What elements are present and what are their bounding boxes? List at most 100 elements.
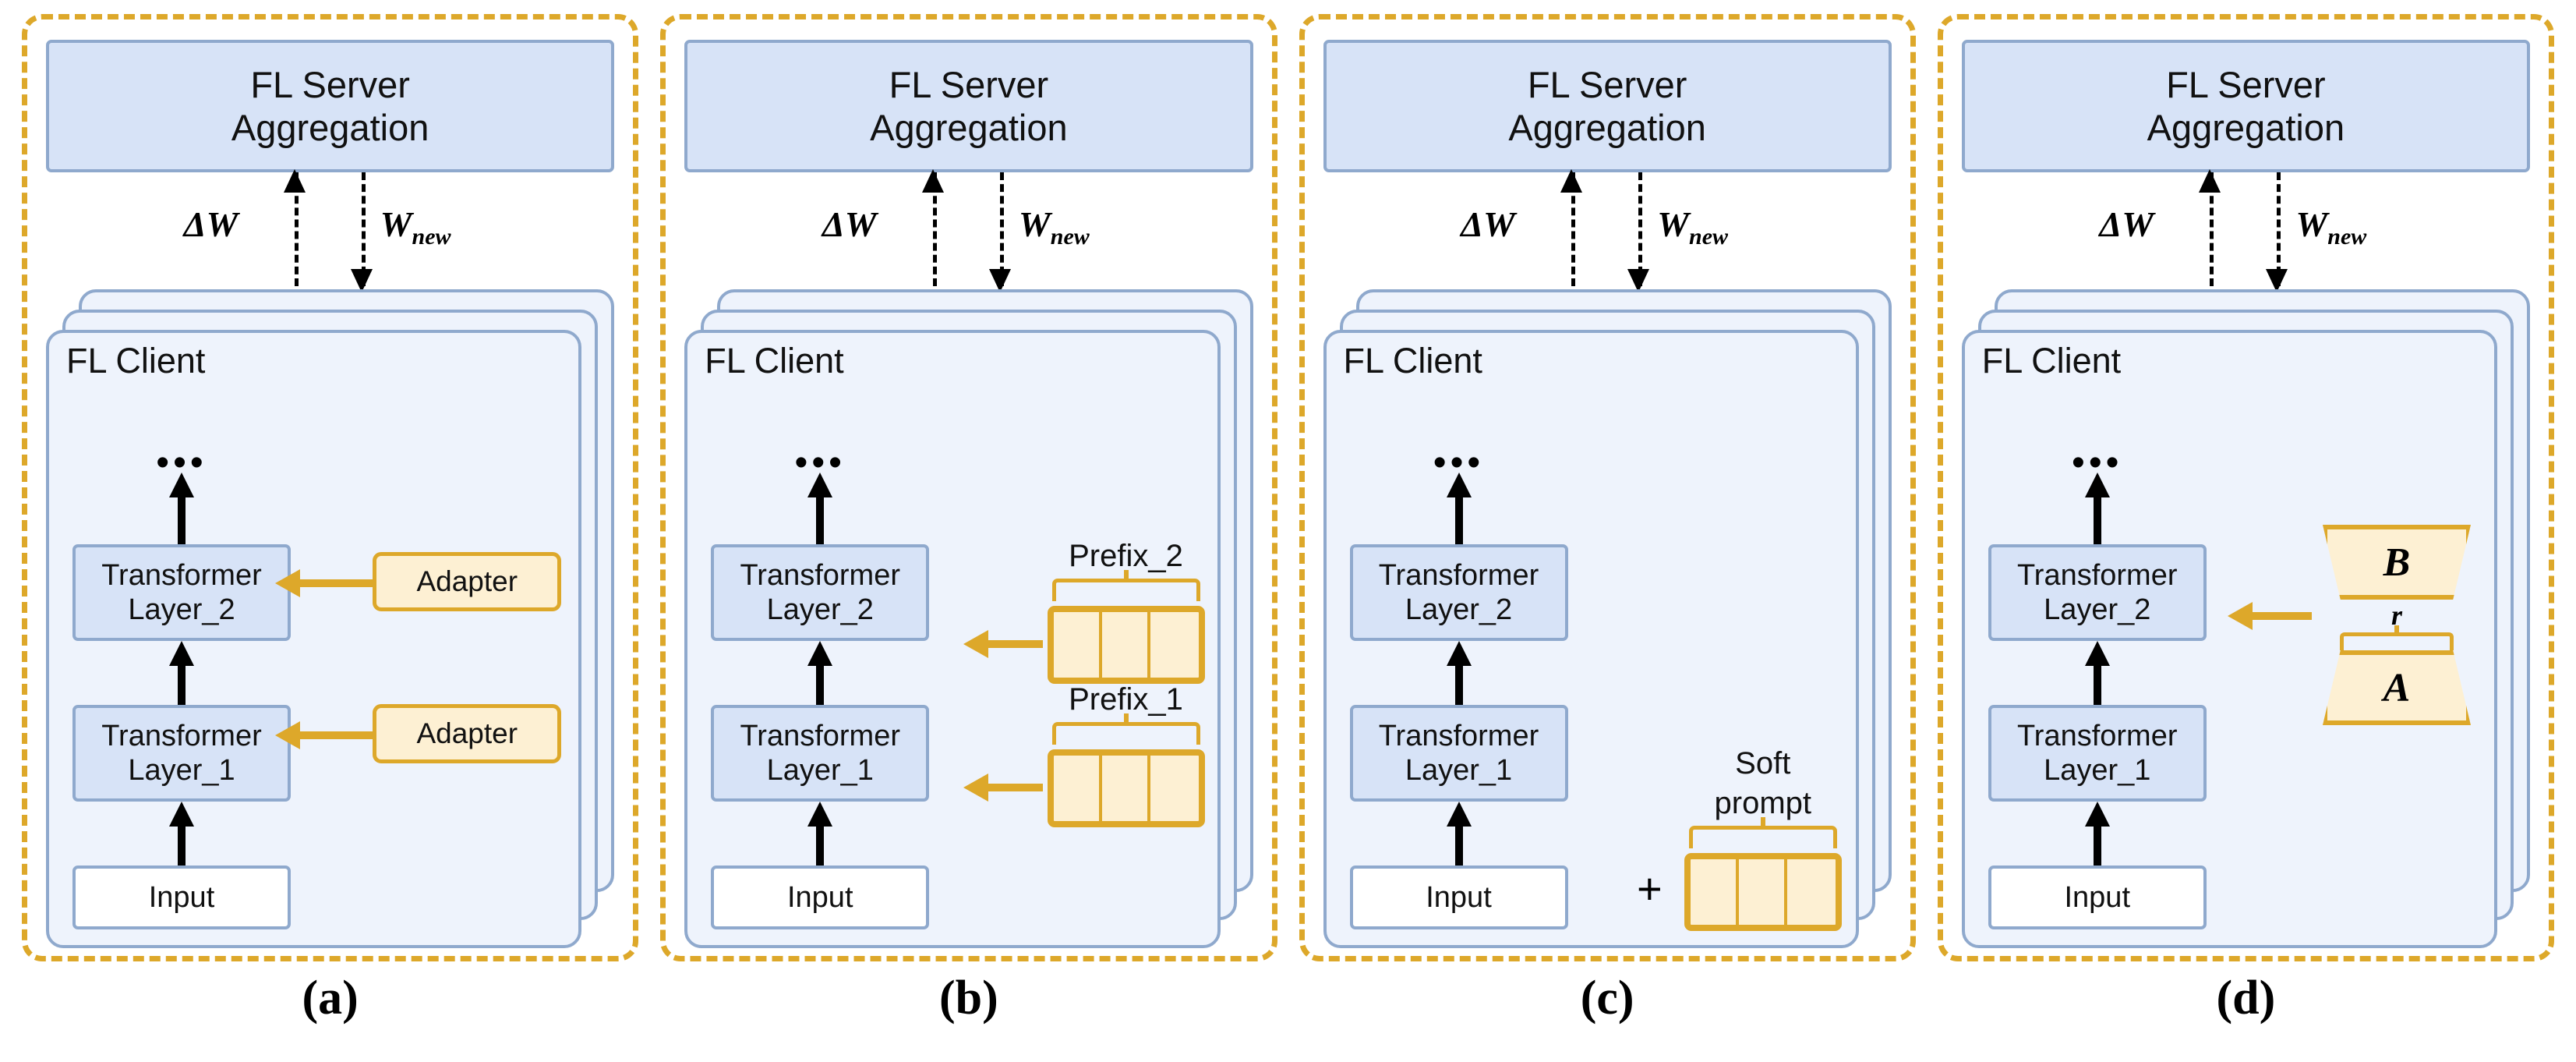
arrow-layer1-to-layer2 bbox=[1446, 641, 1472, 705]
panel-b-caption: (b) bbox=[938, 972, 998, 1025]
w-new-label: Wnew bbox=[1018, 204, 1090, 250]
prefix-cell bbox=[1102, 756, 1150, 821]
communication-arrows-a: ΔW Wnew bbox=[46, 169, 614, 292]
arrow-layer1-to-layer2 bbox=[2084, 641, 2110, 705]
delta-w-dashed-line bbox=[294, 172, 299, 286]
lora-rank-brace-icon bbox=[2340, 625, 2454, 650]
soft-prompt-label-line2: prompt bbox=[1714, 786, 1812, 820]
delta-w-label: ΔW bbox=[1461, 204, 1515, 244]
panel-a: FL Server Aggregation ΔW Wnew FL Client bbox=[22, 14, 639, 961]
client-inner-a: FL Client ••• Transformer Layer_2 Transf… bbox=[46, 330, 581, 948]
transformer-layer-2-block: Transformer Layer_2 bbox=[72, 544, 291, 641]
transformer-layer-1-block: Transformer Layer_1 bbox=[72, 705, 291, 802]
fl-server-line1: FL Server bbox=[889, 63, 1049, 105]
w-new-arrow-down-icon bbox=[1627, 269, 1650, 292]
prefix-cell bbox=[1150, 756, 1199, 821]
soft-prompt-group: Soft prompt bbox=[1684, 746, 1842, 931]
delta-w-dashed-line bbox=[1571, 172, 1576, 286]
panel-a-wrapper: FL Server Aggregation ΔW Wnew FL Client bbox=[11, 14, 649, 1022]
soft-prompt-brace-icon bbox=[1688, 817, 1837, 848]
fl-server-line1: FL Server bbox=[2166, 63, 2326, 105]
panel-d: FL Server Aggregation ΔW Wnew FL Client bbox=[1937, 14, 2554, 961]
fl-server-line2: Aggregation bbox=[231, 107, 429, 148]
prefix-2-label: Prefix_2 bbox=[1069, 539, 1183, 573]
delta-w-arrow-up-icon bbox=[283, 169, 306, 193]
delta-w-label: ΔW bbox=[183, 204, 239, 244]
panel-b-wrapper: FL Server Aggregation ΔW Wnew FL Client bbox=[649, 14, 1288, 1022]
fl-server-line2: Aggregation bbox=[1508, 107, 1706, 148]
arrow-input-to-layer1 bbox=[2084, 802, 2110, 866]
panel-b: FL Server Aggregation ΔW Wnew FL Client bbox=[660, 14, 1277, 961]
vertical-ellipsis: ••• bbox=[156, 442, 207, 483]
w-new-label: Wnew bbox=[2295, 204, 2367, 250]
communication-arrows-d: ΔW Wnew bbox=[1962, 169, 2530, 292]
arrow-layer1-to-layer2 bbox=[169, 641, 194, 705]
transformer-layer-2-block: Transformer Layer_2 bbox=[1988, 544, 2207, 641]
plus-operator: + bbox=[1637, 864, 1663, 913]
prefix-1-arrow-icon bbox=[963, 773, 1043, 802]
vertical-ellipsis: ••• bbox=[2072, 442, 2123, 483]
delta-w-label: ΔW bbox=[2099, 204, 2154, 244]
fl-server-box-c: FL Server Aggregation bbox=[1323, 40, 1892, 172]
input-block: Input bbox=[711, 866, 930, 929]
adapter-upper-box: Adapter bbox=[373, 552, 562, 611]
client-inner-b: FL Client ••• Transformer Layer_2 Transf… bbox=[684, 330, 1220, 948]
w-new-label: Wnew bbox=[380, 204, 451, 250]
w-new-label: Wnew bbox=[1657, 204, 1729, 250]
client-inner-c: FL Client ••• Transformer Layer_2 Transf… bbox=[1323, 330, 1859, 948]
w-new-arrow-down-icon bbox=[2266, 269, 2288, 292]
lora-matrix-b: B bbox=[2323, 525, 2471, 600]
delta-w-dashed-line bbox=[2210, 172, 2214, 286]
fl-client-stack-c: FL Client ••• Transformer Layer_2 Transf… bbox=[1323, 289, 1892, 948]
model-flow-a: ••• Transformer Layer_2 Transformer Laye… bbox=[72, 442, 291, 929]
w-new-dashed-line bbox=[999, 172, 1004, 286]
soft-prompt-cell bbox=[1691, 859, 1739, 925]
communication-arrows-b: ΔW Wnew bbox=[684, 169, 1253, 292]
lora-rank-label: r bbox=[2390, 600, 2402, 631]
fl-server-line2: Aggregation bbox=[870, 107, 1068, 148]
arrow-layer1-to-layer2 bbox=[807, 641, 833, 705]
prefix-2-group: Prefix_2 bbox=[1047, 539, 1205, 684]
prefix-cell bbox=[1054, 756, 1102, 821]
fl-client-title: FL Client bbox=[66, 341, 206, 381]
fl-server-box-d: FL Server Aggregation bbox=[1961, 40, 2530, 172]
prefix-1-label: Prefix_1 bbox=[1069, 682, 1183, 717]
delta-w-arrow-up-icon bbox=[1560, 169, 1583, 193]
prefix-2-brace-icon bbox=[1051, 570, 1200, 601]
transformer-layer-2-block: Transformer Layer_2 bbox=[1349, 544, 1568, 641]
fl-server-box-b: FL Server Aggregation bbox=[684, 40, 1253, 172]
w-new-dashed-line bbox=[2277, 172, 2281, 286]
model-flow-d: ••• Transformer Layer_2 Transformer Laye… bbox=[1988, 442, 2207, 929]
delta-w-dashed-line bbox=[932, 172, 937, 286]
vertical-ellipsis: ••• bbox=[1433, 442, 1485, 483]
lora-arrow-icon bbox=[2228, 602, 2312, 630]
transformer-layer-1-block: Transformer Layer_1 bbox=[1988, 705, 2207, 802]
panel-c: FL Server Aggregation ΔW Wnew FL Client bbox=[1299, 14, 1916, 961]
prefix-1-cells bbox=[1047, 749, 1205, 827]
lora-module: B r A bbox=[2323, 525, 2471, 725]
arrow-input-to-layer1 bbox=[169, 802, 194, 866]
input-block: Input bbox=[1349, 866, 1568, 929]
soft-prompt-cells bbox=[1684, 853, 1842, 931]
soft-prompt-label-line1: Soft bbox=[1735, 746, 1791, 781]
w-new-dashed-line bbox=[1638, 172, 1643, 286]
lora-matrix-a: A bbox=[2323, 650, 2471, 725]
w-new-dashed-line bbox=[361, 172, 366, 286]
soft-prompt-cell bbox=[1739, 859, 1787, 925]
fl-client-stack-a: FL Client ••• Transformer Layer_2 Transf… bbox=[46, 289, 615, 948]
prefix-2-arrow-icon bbox=[963, 630, 1043, 658]
delta-w-arrow-up-icon bbox=[921, 169, 944, 193]
arrow-input-to-layer1 bbox=[1446, 802, 1472, 866]
prefix-1-brace-icon bbox=[1051, 713, 1200, 745]
vertical-ellipsis: ••• bbox=[794, 442, 846, 483]
arrow-layer2-to-top bbox=[807, 473, 833, 544]
fl-server-line1: FL Server bbox=[1527, 63, 1687, 105]
adapter-lower-arrow-icon bbox=[275, 721, 373, 749]
adapter-lower-box: Adapter bbox=[373, 704, 562, 763]
fl-client-stack-b: FL Client ••• Transformer Layer_2 Transf… bbox=[684, 289, 1253, 948]
fl-server-line2: Aggregation bbox=[2147, 107, 2345, 148]
fl-client-title: FL Client bbox=[705, 341, 844, 381]
arrow-layer2-to-top bbox=[169, 473, 194, 544]
w-new-arrow-down-icon bbox=[350, 269, 373, 292]
